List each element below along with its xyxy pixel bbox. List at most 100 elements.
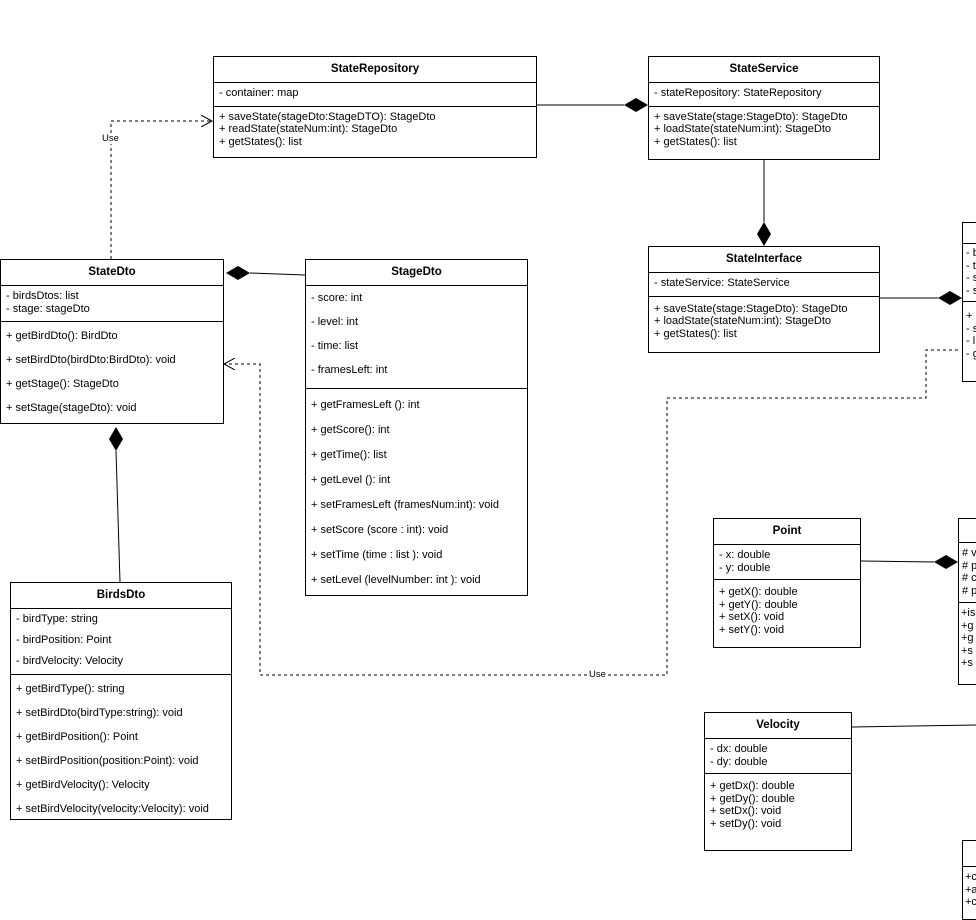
attribute: # p: [962, 559, 976, 572]
attribute: - container: map: [219, 87, 299, 99]
method: + getStates(): list: [654, 135, 737, 148]
method: + getLevel (): int: [311, 474, 391, 486]
class-name: Point: [714, 519, 860, 545]
attributes-section: - dx: double - dy: double: [705, 739, 851, 774]
attribute: - score: int: [311, 292, 363, 304]
class-state-repository: StateRepository - container: map + saveS…: [213, 56, 537, 158]
attribute: - stateRepository: StateRepository: [654, 87, 822, 99]
dependency-use-top: [110, 121, 212, 259]
class-birds-dto: BirdsDto - birdType: string - birdPositi…: [10, 582, 232, 820]
use-label-top: Use: [101, 133, 120, 144]
method: + getStates(): list: [654, 327, 737, 340]
method: + setStage(stageDto): void: [6, 402, 137, 414]
method: + readState(stateNum:int): StageDto: [219, 123, 398, 135]
attribute: # p: [962, 584, 976, 597]
class-name: StateService: [649, 57, 879, 83]
method: + getScore(): int: [311, 424, 390, 436]
class-cut-bottom: +c +a +c: [962, 840, 976, 920]
class-name: Velocity: [705, 713, 851, 739]
method: + setY(): void: [719, 623, 785, 636]
method: + saveState(stage:StageDto): StageDto: [654, 302, 848, 315]
class-name: StateDto: [1, 260, 223, 286]
method: +: [966, 310, 973, 322]
attribute: - x: double: [719, 549, 771, 561]
methods-section: + getDx(): double + getDy(): double + se…: [705, 774, 851, 833]
attribute: - stateService: StateService: [654, 277, 790, 289]
attribute: - t: [966, 259, 976, 272]
method: + getDy(): double: [710, 792, 795, 805]
methods-section: + getBirdType(): string + setBirdDto(bir…: [11, 675, 231, 824]
method: + loadState(stateNum:int): StageDto: [654, 123, 832, 135]
class-name: StateInterface: [649, 247, 879, 273]
method: + getBirdType(): string: [16, 683, 125, 695]
methods-section: + - s - l - g: [963, 302, 976, 363]
method: +s: [961, 644, 973, 657]
composition-point-cutclass: [860, 555, 958, 569]
method: + getTime(): list: [311, 449, 387, 461]
association-velocity-cutclass: [851, 724, 976, 728]
attribute: - s: [966, 284, 976, 297]
attribute: - dy: double: [710, 755, 768, 768]
class-state-service: StateService - stateRepository: StateRep…: [648, 56, 880, 160]
method: + setX(): void: [719, 611, 785, 623]
attributes-section: - birdType: string - birdPosition: Point…: [11, 609, 231, 675]
attributes-section: - x: double - y: double: [714, 545, 860, 580]
method: + getFramesLeft (): int: [311, 399, 420, 411]
attribute: - birdType: string: [16, 613, 98, 625]
composition-stage-statedto: [226, 266, 306, 280]
class-state-dto: StateDto - birdsDtos: list - stage: stag…: [0, 259, 224, 424]
method: +s: [961, 657, 973, 669]
method: + getX(): double: [719, 586, 798, 598]
method: +c: [965, 896, 976, 908]
class-state-interface: StateInterface - stateService: StateServ…: [648, 246, 880, 353]
class-name: StageDto: [306, 260, 527, 286]
class-name: [963, 223, 976, 244]
methods-section: + saveState(stage:StageDto): StageDto + …: [649, 107, 879, 152]
class-cut-mid: # v # p # c # p +is +g +g +s +s: [958, 518, 976, 685]
method: + setTime (time : list ): void: [311, 549, 443, 561]
attribute: - dx: double: [710, 743, 768, 755]
method: - g: [966, 347, 976, 360]
class-stage-dto: StageDto - score: int - level: int - tim…: [305, 259, 528, 596]
composition-interface-cutclass: [880, 291, 962, 305]
method: + setLevel (levelNumber: int ): void: [311, 574, 481, 586]
methods-section: + saveState(stage:StageDto): StageDto + …: [649, 297, 879, 344]
method: +g: [961, 619, 974, 632]
attribute: - birdPosition: Point: [16, 634, 112, 646]
attributes-section: # v # p # c # p: [959, 543, 976, 603]
attribute: - time: list: [311, 340, 359, 352]
attributes-section: - b - t - s - s: [963, 244, 976, 302]
class-velocity: Velocity - dx: double - dy: double + get…: [704, 712, 852, 851]
method: - s: [966, 322, 976, 335]
class-name: StateRepository: [214, 57, 536, 83]
attribute: - y: double: [719, 561, 771, 574]
method: + saveState(stageDto:StageDTO): StageDto: [219, 110, 436, 123]
attributes-section: - score: int - level: int - time: list -…: [306, 286, 527, 389]
composition-service-interface: [757, 160, 771, 246]
method: +c: [965, 871, 976, 883]
method: + getStates(): list: [219, 135, 302, 148]
attribute: - level: int: [311, 316, 359, 328]
class-point: Point - x: double - y: double + getX(): …: [713, 518, 861, 648]
attribute: - birdVelocity: Velocity: [16, 655, 123, 667]
composition-repository-service: [537, 98, 648, 112]
method: + getBirdVelocity(): Velocity: [16, 779, 150, 791]
method: + setBirdDto(birdDto:BirdDto): void: [6, 354, 176, 366]
method: + getBirdDto(): BirdDto: [6, 330, 118, 342]
method: + saveState(stage:StageDto): StageDto: [654, 110, 848, 123]
method: + getBirdPosition(): Point: [16, 731, 138, 743]
method: + setScore (score : int): void: [311, 524, 449, 536]
attribute: - stage: stageDto: [6, 302, 90, 315]
attributes-section: - stateRepository: StateRepository: [649, 83, 879, 107]
attribute: - birdsDtos: list: [6, 290, 79, 302]
methods-section: +is +g +g +s +s: [959, 603, 976, 673]
method: +g: [961, 632, 974, 644]
method: +a: [965, 883, 976, 896]
attributes-section: - birdsDtos: list - stage: stageDto: [1, 286, 223, 322]
methods-section: + saveState(stageDto:StageDTO): StageDto…: [214, 107, 536, 152]
use-label-bottom: Use: [588, 669, 607, 680]
method: + getY(): double: [719, 598, 798, 611]
attributes-section: - stateService: StateService: [649, 273, 879, 297]
methods-section: +c +a +c: [963, 867, 976, 912]
